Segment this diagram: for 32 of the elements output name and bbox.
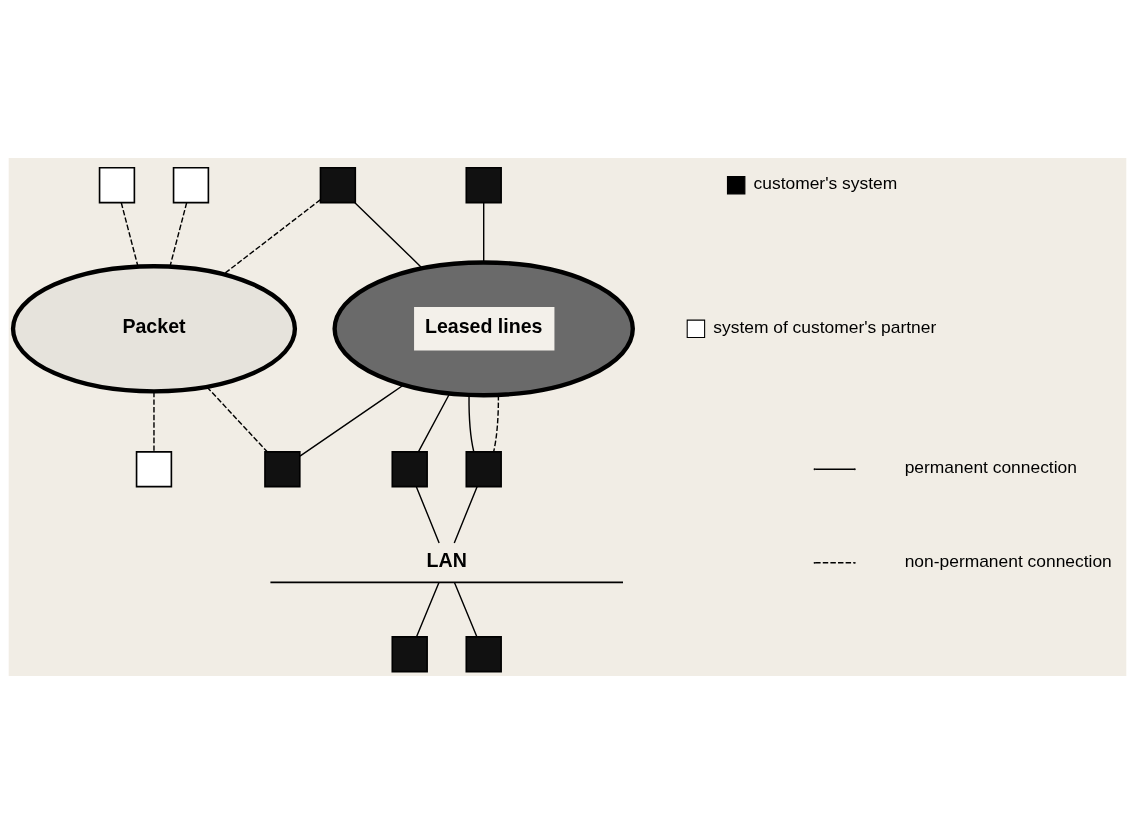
connector bbox=[222, 199, 321, 275]
node-box bbox=[264, 451, 301, 488]
connector bbox=[153, 391, 155, 453]
connector bbox=[299, 384, 405, 457]
connector bbox=[354, 202, 423, 269]
legend-label: permanent connection bbox=[904, 457, 1077, 478]
node-ellipse: Leased lines bbox=[332, 260, 635, 398]
legend-label: system of customer's partner bbox=[713, 316, 937, 337]
connector bbox=[415, 582, 440, 638]
node-box bbox=[465, 451, 502, 488]
connector bbox=[206, 386, 268, 453]
connector bbox=[415, 485, 440, 544]
node-box bbox=[98, 166, 136, 204]
node-text: LAN bbox=[426, 548, 467, 571]
connector bbox=[417, 393, 451, 453]
connector bbox=[120, 202, 139, 268]
node-box bbox=[465, 166, 502, 204]
connector bbox=[453, 582, 478, 638]
node-ellipse: Packet bbox=[10, 264, 298, 394]
node-box bbox=[135, 451, 173, 488]
node-box bbox=[391, 451, 428, 488]
connector bbox=[169, 202, 188, 268]
node-box bbox=[391, 636, 428, 673]
legend-label: customer's system bbox=[753, 173, 898, 194]
connector bbox=[492, 394, 500, 453]
node-box bbox=[172, 166, 210, 204]
node-box bbox=[465, 636, 502, 673]
connector bbox=[468, 394, 475, 453]
legend-label: non-permanent connection bbox=[904, 550, 1112, 571]
connector bbox=[483, 202, 485, 264]
node-box bbox=[319, 166, 357, 204]
connector bbox=[453, 485, 478, 544]
